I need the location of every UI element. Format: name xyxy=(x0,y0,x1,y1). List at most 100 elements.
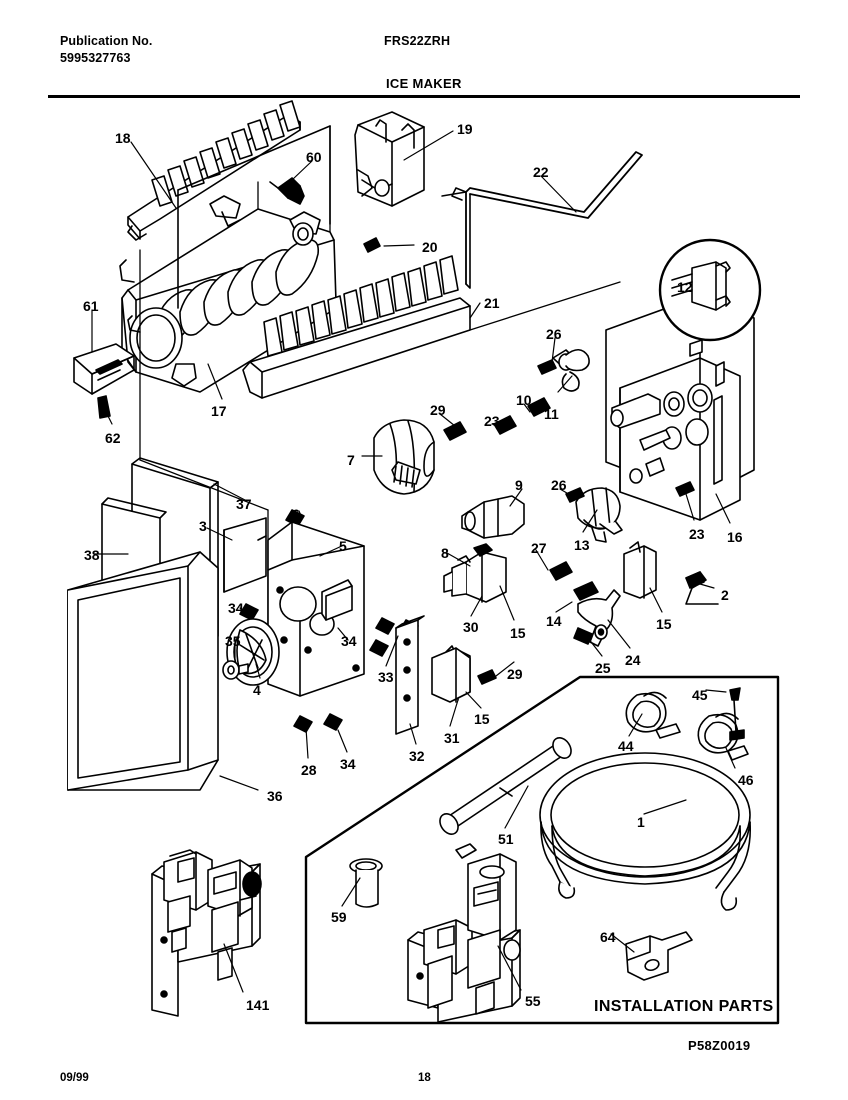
part-64-mounting-clip xyxy=(625,931,693,981)
callout-number-3: 3 xyxy=(199,518,207,534)
callout-number-15a: 15 xyxy=(510,625,526,641)
callout-number-64: 64 xyxy=(600,929,616,945)
callout-number-29b: 29 xyxy=(507,666,523,682)
callout-number-27: 27 xyxy=(531,540,547,556)
part-51-tube-sleeve xyxy=(439,737,572,835)
part-9-solenoid xyxy=(461,495,525,539)
part-44-clamp xyxy=(625,691,681,739)
part-3-small-panel xyxy=(223,517,267,593)
callout-number-34a: 34 xyxy=(228,600,244,616)
drawing-code: P58Z0019 xyxy=(688,1038,751,1053)
callout-number-62: 62 xyxy=(105,430,121,446)
callout-number-10: 10 xyxy=(516,392,532,408)
callout-number-11: 11 xyxy=(544,406,559,422)
callout-number-59: 59 xyxy=(331,909,347,925)
part-13-cam xyxy=(575,487,623,543)
callout-number-15b: 15 xyxy=(656,616,672,632)
part-59-grommet xyxy=(349,858,383,908)
part-60-screw xyxy=(277,177,305,205)
callout-number-9: 9 xyxy=(515,477,523,493)
part-61-trim-plate xyxy=(73,343,135,395)
callout-number-51: 51 xyxy=(498,831,514,847)
part-15-switch-b xyxy=(623,541,657,599)
callout-number-20: 20 xyxy=(422,239,438,255)
part-22-shutoff-arm xyxy=(451,151,643,289)
part-19-ice-chute xyxy=(354,111,425,207)
callout-number-26b: 26 xyxy=(551,477,567,493)
part-1-water-tubing xyxy=(539,752,752,911)
callout-number-32: 32 xyxy=(409,748,425,764)
publication-label: Publication No. xyxy=(60,34,153,48)
callout-number-23b: 23 xyxy=(689,526,705,542)
part-2-connector xyxy=(685,571,719,605)
part-35-nut xyxy=(222,660,249,680)
callout-number-28: 28 xyxy=(301,762,317,778)
callout-number-1: 1 xyxy=(637,814,645,830)
callout-number-25: 25 xyxy=(595,660,611,676)
footer-page-number: 18 xyxy=(418,1072,431,1084)
part-7-drive-motor xyxy=(373,419,435,495)
callout-number-55: 55 xyxy=(525,993,541,1009)
callout-number-36: 36 xyxy=(267,788,283,804)
publication-block: Publication No. 5995327763 xyxy=(60,33,152,67)
callout-number-60: 60 xyxy=(306,149,322,165)
callout-number-18: 18 xyxy=(115,130,131,146)
part-17-ice-mold xyxy=(119,195,337,393)
part-16-control-module xyxy=(605,295,755,521)
part-55-water-valve xyxy=(407,843,521,1023)
installation-parts-title: INSTALLATION PARTS xyxy=(594,998,774,1015)
callout-number-45: 45 xyxy=(692,687,708,703)
part-141-water-valve xyxy=(151,849,262,1017)
part-21-stripper-rack xyxy=(242,255,471,399)
callout-number-23a: 23 xyxy=(484,413,500,429)
callout-number-4: 4 xyxy=(253,682,261,698)
callout-number-29a: 29 xyxy=(430,402,446,418)
callout-number-2: 2 xyxy=(721,587,729,603)
callout-number-33: 33 xyxy=(378,669,394,685)
callout-number-22: 22 xyxy=(533,164,549,180)
callout-number-141: 141 xyxy=(246,997,270,1013)
callout-number-37: 37 xyxy=(236,496,252,512)
section-title: ICE MAKER xyxy=(386,76,462,91)
callout-number-13: 13 xyxy=(574,537,590,553)
part-5-mounting-plate xyxy=(267,521,365,697)
callout-number-35: 35 xyxy=(225,633,241,649)
callout-number-16: 16 xyxy=(727,529,743,545)
part-8-switch-assembly xyxy=(443,543,507,603)
part-31-bracket xyxy=(431,647,471,703)
callout-number-46: 46 xyxy=(738,772,754,788)
part-36-front-cover xyxy=(67,551,219,791)
callout-number-7: 7 xyxy=(347,452,355,468)
callout-number-5: 5 xyxy=(339,538,347,554)
callout-number-30: 30 xyxy=(463,619,479,635)
footer-date: 09/99 xyxy=(60,1072,89,1084)
part-12-detail-magnifier xyxy=(658,238,762,342)
callout-number-61: 61 xyxy=(83,298,99,314)
callout-number-17: 17 xyxy=(211,403,227,419)
callout-number-15c: 15 xyxy=(474,711,490,727)
callout-number-34c: 34 xyxy=(340,756,356,772)
part-11-clip-assembly xyxy=(552,348,590,392)
callout-number-21: 21 xyxy=(484,295,500,311)
part-26-screw-a xyxy=(537,359,557,375)
callout-number-19: 19 xyxy=(457,121,473,137)
part-32-bracket xyxy=(395,615,425,735)
callout-number-24: 24 xyxy=(625,652,641,668)
callout-number-31: 31 xyxy=(444,730,460,746)
leader-lines xyxy=(91,130,736,993)
publication-number: 5995327763 xyxy=(60,51,131,65)
part-24-lever-arm xyxy=(577,589,621,647)
callout-number-26a: 26 xyxy=(546,326,562,342)
callout-number-6: 6 xyxy=(292,506,300,522)
callout-number-44: 44 xyxy=(618,738,634,754)
callout-number-12: 12 xyxy=(677,279,693,295)
callout-number-34b: 34 xyxy=(341,633,357,649)
part-20-pin xyxy=(363,237,381,253)
callout-number-38: 38 xyxy=(84,547,100,563)
callout-number-14: 14 xyxy=(546,613,562,629)
callout-number-8: 8 xyxy=(441,545,449,561)
model-number: FRS22ZRH xyxy=(384,34,451,48)
header-divider xyxy=(48,95,800,98)
